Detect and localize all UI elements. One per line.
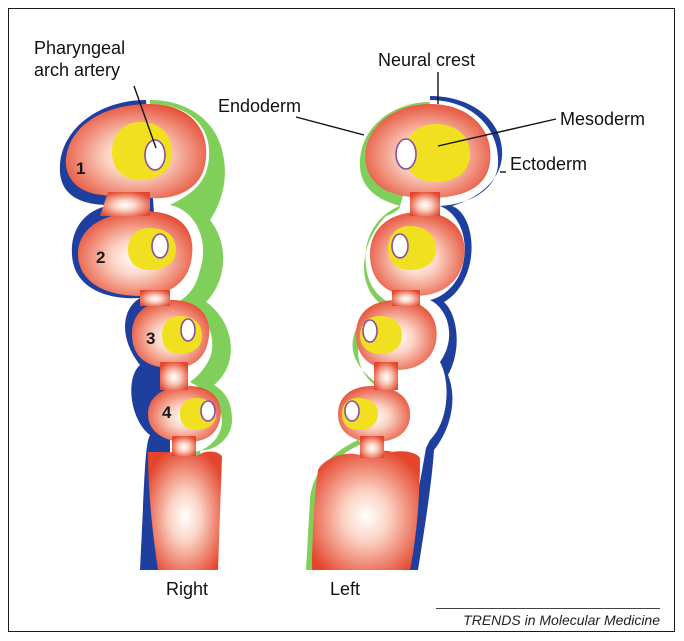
left-artery-3: [363, 320, 377, 342]
left-neck-2: [392, 290, 420, 306]
left-side-label: Left: [330, 579, 360, 599]
arch-number-1: 1: [76, 159, 85, 179]
right-artery-4: [201, 401, 215, 421]
left-neck-3: [374, 362, 398, 390]
right-neck-2: [140, 290, 170, 306]
arch-number-4: 4: [162, 403, 171, 423]
ectoderm-label: Ectoderm: [510, 154, 587, 174]
pharyngeal-arch-artery-label-line2: arch artery: [34, 60, 120, 80]
arch-number-3: 3: [146, 329, 155, 349]
right-artery-3: [181, 319, 195, 341]
leader-endoderm: [296, 117, 364, 135]
right-artery-2: [152, 234, 168, 258]
left-side-arches: [306, 96, 502, 570]
right-neck-4: [172, 436, 196, 456]
neural-crest-label: Neural crest: [378, 50, 475, 70]
right-base: [148, 452, 222, 571]
left-artery-4: [345, 401, 359, 421]
pharyngeal-arch-artery-label-line1: Pharyngeal: [34, 38, 125, 58]
mesoderm-label: Mesoderm: [560, 109, 645, 129]
arch-number-2: 2: [96, 248, 105, 268]
right-neck-1: [100, 192, 150, 216]
left-artery-2: [392, 234, 408, 258]
endoderm-label: Endoderm: [218, 96, 301, 116]
left-neck-1: [410, 192, 440, 216]
journal-credit: TRENDS in Molecular Medicine: [463, 612, 660, 628]
left-artery-1: [396, 139, 416, 169]
footer-rule: [436, 608, 660, 609]
right-neck-3: [160, 362, 188, 390]
left-neck-4: [360, 436, 384, 458]
left-base: [312, 451, 420, 570]
right-side-label: Right: [166, 579, 208, 599]
